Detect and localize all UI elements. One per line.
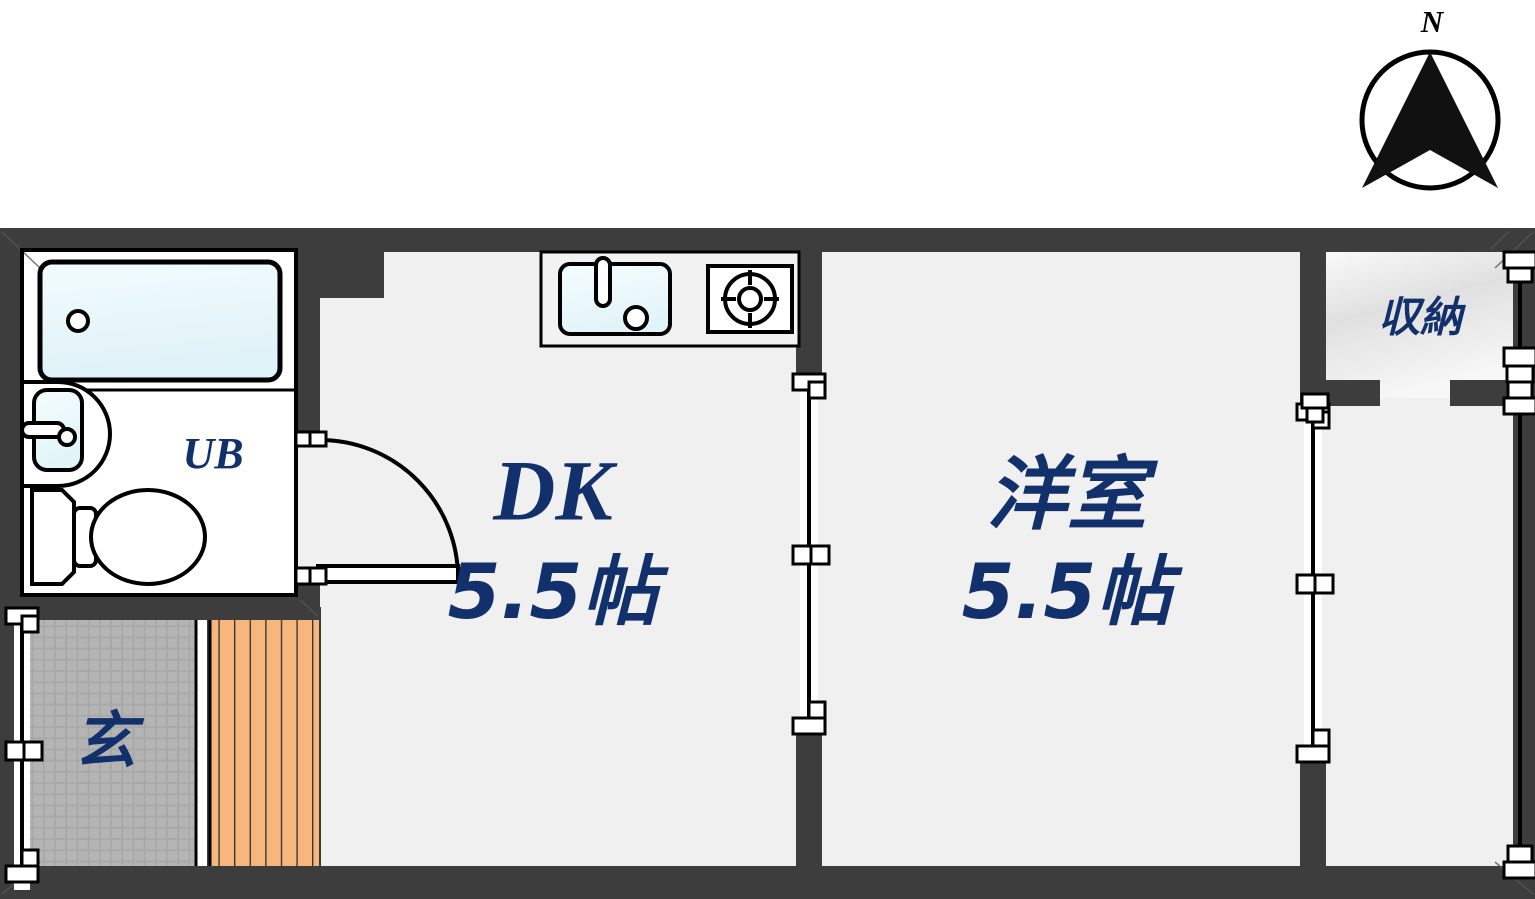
dk-washitsu-sliding-door[interactable] bbox=[791, 372, 831, 736]
unit-bath-label: UB bbox=[182, 429, 243, 478]
toilet-tank-icon bbox=[30, 488, 76, 586]
dk-area-label: 5.5帖 bbox=[448, 547, 670, 636]
dk-washitsu-track-bottom bbox=[791, 700, 827, 736]
kitchen-faucet-icon bbox=[594, 256, 612, 308]
dk-washitsu-track-top bbox=[791, 372, 827, 400]
stove-burner-inner bbox=[737, 286, 763, 312]
wall-right-exterior bbox=[1513, 228, 1535, 899]
closet-label: 収納 bbox=[1378, 293, 1466, 342]
wall-ub-bottom bbox=[10, 596, 320, 620]
balcony-window-track-top bbox=[1502, 250, 1535, 284]
closet-area: 収納 bbox=[1325, 250, 1523, 398]
kitchen-sink-icon bbox=[558, 262, 672, 336]
balcony-window-track-mid bbox=[1502, 346, 1535, 416]
ub-door-frame-top bbox=[294, 430, 328, 448]
stove-burner-cross bbox=[721, 270, 779, 328]
walls bbox=[0, 228, 1535, 899]
room-labels: DK 5.5帖 洋室 5.5帖 bbox=[448, 443, 1184, 636]
genkan-wood-floor bbox=[208, 608, 320, 890]
washitsu-east-track-mid bbox=[1295, 573, 1335, 595]
wall-washitsu-east-lower bbox=[1300, 760, 1326, 890]
closet-opening-left-stub bbox=[1305, 406, 1325, 424]
washitsu-east-track-bottom bbox=[1295, 728, 1331, 764]
closet-floor bbox=[1325, 250, 1523, 398]
genkan-label: 玄 bbox=[74, 704, 145, 777]
ub-door-leaf bbox=[316, 564, 460, 584]
balcony-sliding-window[interactable] bbox=[1502, 250, 1535, 880]
washbasin-drain-icon bbox=[57, 427, 77, 447]
bathtub-icon bbox=[37, 259, 283, 383]
entrance-door-track-mid bbox=[4, 740, 44, 762]
dk-label: DK bbox=[492, 443, 618, 539]
ub-door-frame-bottom bbox=[294, 566, 328, 586]
balcony-window-track-bottom bbox=[1502, 844, 1535, 880]
unit-bath-fixtures: UB bbox=[20, 248, 298, 597]
wall-partition-dk-washitsu-lower bbox=[796, 733, 822, 890]
closet-opening-left-marker bbox=[1300, 392, 1330, 410]
ub-door[interactable] bbox=[294, 430, 460, 586]
compass-north-letter: N bbox=[1420, 4, 1445, 39]
ub-door-swing-arc bbox=[319, 438, 460, 579]
north-arrow-icon bbox=[1362, 52, 1498, 188]
corner-mark-ub bbox=[299, 599, 319, 617]
corner-mark-top-right bbox=[1494, 231, 1534, 269]
genkan-area: 玄 bbox=[10, 606, 321, 892]
genkan-step-edge bbox=[196, 608, 210, 890]
corner-mark-closet bbox=[1489, 231, 1509, 251]
entrance-door[interactable] bbox=[4, 606, 44, 890]
bathtub-drain-icon bbox=[66, 309, 90, 333]
wall-washitsu-east-upper bbox=[1300, 252, 1326, 404]
entrance-door-track-bottom bbox=[4, 848, 40, 884]
kitchen-sink-drain-icon bbox=[623, 305, 649, 331]
entrance-door-track-top bbox=[4, 606, 40, 634]
dk-washitsu-track-mid bbox=[791, 544, 831, 566]
closet-opening-markers bbox=[1300, 392, 1330, 424]
washitsu-area-label: 5.5帖 bbox=[962, 547, 1184, 636]
toilet-bowl-icon bbox=[89, 488, 207, 586]
compass-rose: N bbox=[1359, 4, 1501, 191]
wall-ub-top-jog bbox=[296, 252, 384, 298]
washitsu-label: 洋室 bbox=[987, 448, 1159, 541]
kitchen-counter bbox=[539, 250, 801, 348]
wall-bottom-exterior bbox=[0, 866, 1535, 899]
